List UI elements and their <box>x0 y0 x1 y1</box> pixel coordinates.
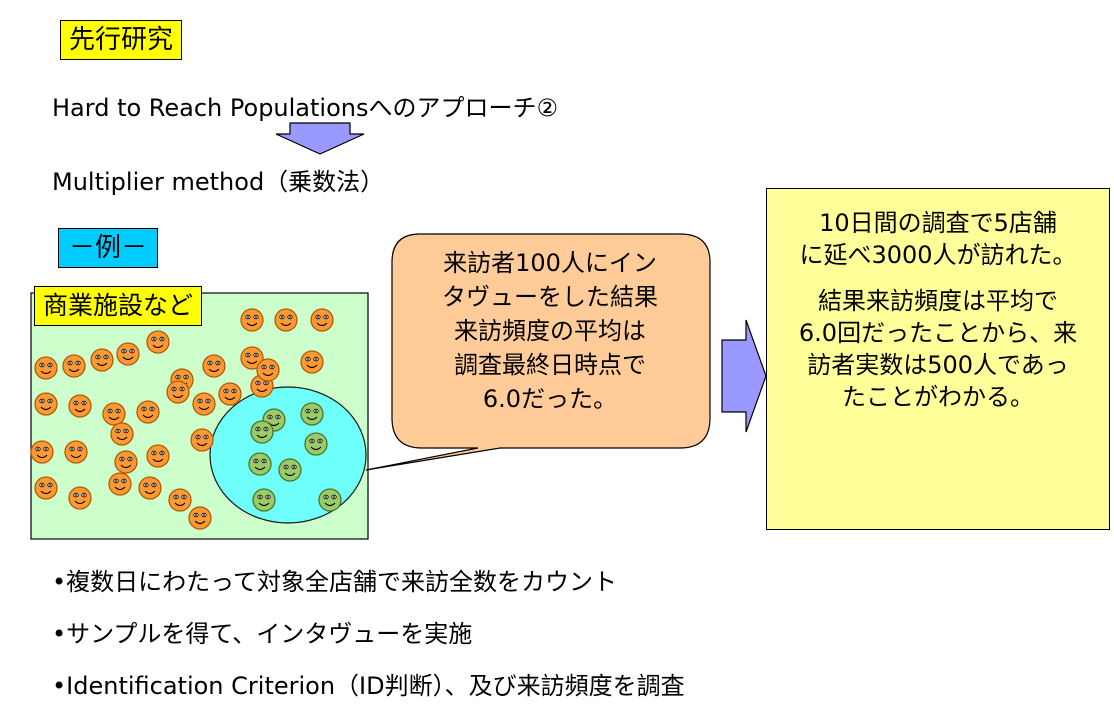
smiley-face-icon <box>34 392 58 416</box>
speech-bubble <box>365 233 711 471</box>
bubble-line: タヴューをした結果 <box>442 283 658 311</box>
smiley-face-icon <box>90 348 114 372</box>
smiley-face-icon <box>136 400 160 424</box>
smiley-face-icon <box>138 476 162 500</box>
smiley-face-icon <box>64 440 88 464</box>
header-line-2: Multiplier method（乗数法） <box>52 168 385 196</box>
facility-diagram <box>30 292 369 540</box>
bullet-item: •複数日にわたって対象全店舗で来訪全数をカウント <box>52 568 617 596</box>
smiley-face-icon <box>304 432 328 456</box>
bullet-item: •サンプルを得て、インタヴューを実施 <box>52 620 473 648</box>
result-line: 10日間の調査で5店舗 <box>819 209 1057 237</box>
smiley-face-icon <box>300 350 324 374</box>
smiley-face-icon <box>240 346 264 370</box>
smiley-face-icon <box>166 380 190 404</box>
result-line: 結果来訪頻度は平均で <box>818 287 1058 315</box>
result-line: 訪者実数は500人であっ <box>807 351 1069 379</box>
smiley-face-icon <box>274 308 298 332</box>
smiley-face-icon <box>190 428 214 452</box>
bubble-line: 来訪頻度の平均は <box>454 317 646 345</box>
smiley-face-icon <box>68 394 92 418</box>
smiley-face-icon <box>114 450 138 474</box>
smiley-face-icon <box>34 356 58 380</box>
facility-label: 商業施設など <box>34 286 203 326</box>
smiley-face-icon <box>34 476 58 500</box>
smiley-face-icon <box>218 382 242 406</box>
smiley-face-icon <box>146 330 170 354</box>
smiley-face-icon <box>168 488 192 512</box>
smiley-face-icon <box>202 354 226 378</box>
result-panel: 10日間の調査で5店舗 に延べ3000人が訪れた。 結果来訪頻度は平均で 6.0… <box>766 188 1110 530</box>
smiley-face-icon <box>30 440 54 464</box>
result-line: たことがわかる。 <box>842 383 1034 411</box>
smiley-face-icon <box>252 488 276 512</box>
bubble-line: 調査最終日時点で <box>454 351 646 379</box>
right-arrow-icon <box>721 319 767 433</box>
result-line: に延べ3000人が訪れた。 <box>799 241 1077 269</box>
example-tag: －例－ <box>58 228 159 268</box>
smiley-face-icon <box>240 308 264 332</box>
smiley-face-icon <box>146 444 170 468</box>
smiley-face-icon <box>192 392 216 416</box>
smiley-face-icon <box>310 308 334 332</box>
result-para-2: 結果来訪頻度は平均で 6.0回だったことから、来 訪者実数は500人であっ たこ… <box>773 285 1103 413</box>
smiley-face-icon <box>248 452 272 476</box>
smiley-face-icon <box>68 486 92 510</box>
smiley-face-icon <box>116 342 140 366</box>
bubble-text: 来訪者100人にイン タヴューをした結果 来訪頻度の平均は 調査最終日時点で 6… <box>395 246 705 416</box>
bubble-line: 6.0だった。 <box>482 385 618 413</box>
smiley-face-icon <box>256 358 280 382</box>
result-line: 6.0回だったことから、来 <box>798 319 1078 347</box>
bullet-item: •Identification Criterion（ID判断）、及び来訪頻度を調… <box>52 672 685 700</box>
smiley-face-icon <box>108 472 132 496</box>
header-line-1: Hard to Reach Populationsへのアプローチ② <box>52 94 559 122</box>
down-arrow-icon <box>276 122 365 155</box>
research-tag: 先行研究 <box>60 20 183 60</box>
smiley-face-icon <box>62 354 86 378</box>
smiley-face-icon <box>318 488 342 512</box>
smiley-face-icon <box>102 402 126 426</box>
smiley-face-icon <box>250 420 274 444</box>
smiley-face-icon <box>110 422 134 446</box>
smiley-face-icon <box>278 458 302 482</box>
sample-ellipse <box>209 386 367 524</box>
bubble-line: 来訪者100人にイン <box>443 249 657 277</box>
result-para-1: 10日間の調査で5店舗 に延べ3000人が訪れた。 <box>773 207 1103 271</box>
smiley-face-icon <box>300 402 324 426</box>
smiley-face-icon <box>188 506 212 530</box>
